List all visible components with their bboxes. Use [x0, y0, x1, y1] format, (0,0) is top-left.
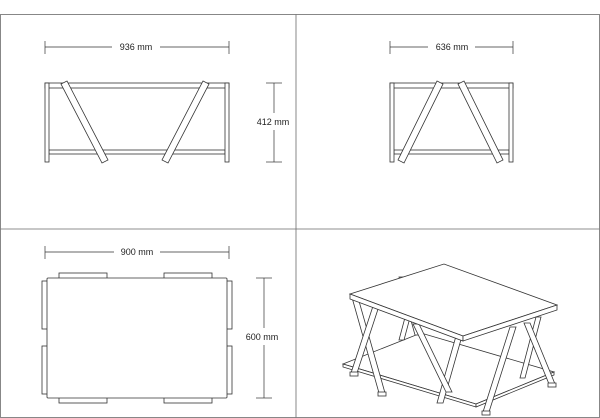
top-table-drawing	[41, 272, 233, 404]
isometric-view	[341, 263, 559, 416]
front-view: 936 mm 412 mm	[44, 41, 290, 164]
front-table-drawing	[44, 80, 230, 164]
front-width-label: 936 mm	[120, 42, 153, 52]
iso-table-drawing	[341, 263, 559, 416]
top-depth-dimension	[256, 277, 272, 399]
top-view: 900 mm 600 mm	[41, 246, 279, 404]
top-width-label: 900 mm	[121, 247, 154, 257]
side-width-dimension	[389, 41, 514, 54]
side-width-label: 636 mm	[436, 42, 469, 52]
side-table-drawing	[389, 80, 514, 164]
front-height-dimension	[266, 82, 282, 163]
top-depth-label: 600 mm	[246, 332, 279, 342]
side-view: 636 mm	[389, 41, 514, 164]
front-width-dimension	[44, 41, 230, 54]
top-width-dimension	[44, 246, 230, 259]
front-height-label: 412 mm	[257, 117, 290, 127]
